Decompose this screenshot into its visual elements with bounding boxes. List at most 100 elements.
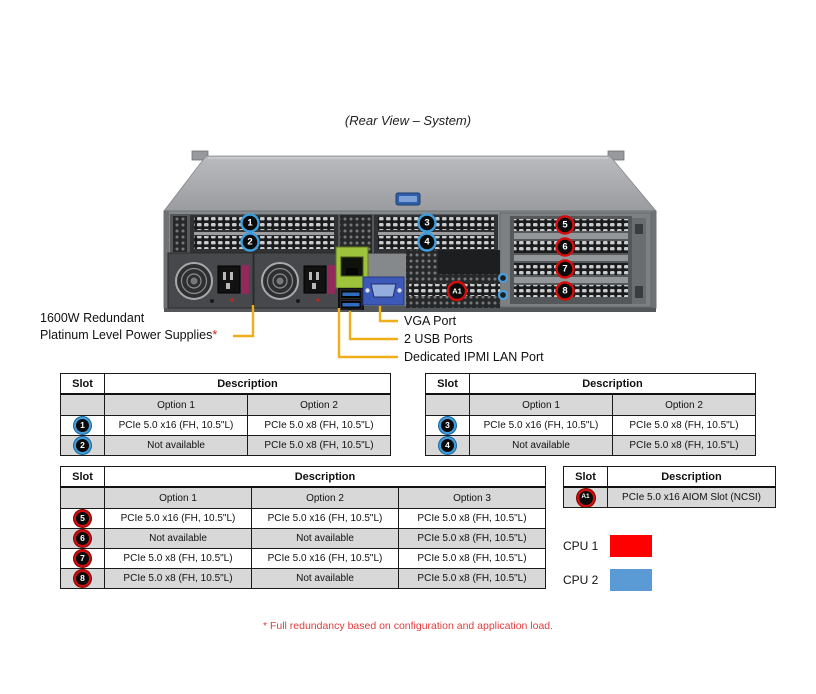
slot-table-3-4: Slot Description Option 1 Option 2 3 PCI…: [425, 373, 756, 456]
t3-sub-empty: [60, 486, 105, 509]
t3-row2-opt2: Not available: [251, 528, 399, 549]
usb-ports: [338, 288, 364, 310]
t1-row1-opt2: PCIe 5.0 x8 (FH, 10.5"L): [247, 415, 391, 436]
t2-row2-opt2: PCIe 5.0 x8 (FH, 10.5"L): [612, 435, 756, 456]
psu-footnote-asterisk: *: [212, 327, 218, 342]
t1-option1-header: Option 1: [104, 393, 248, 416]
slot-3-badge-icon: 3: [439, 417, 456, 434]
table-row: 1 PCIe 5.0 x16 (FH, 10.5"L) PCIe 5.0 x8 …: [60, 415, 391, 436]
callout-slot-4: 4: [417, 232, 437, 252]
table-row: 2 Not available PCIe 5.0 x8 (FH, 10.5"L): [60, 435, 391, 456]
t3-row3-opt1: PCIe 5.0 x8 (FH, 10.5"L): [104, 548, 252, 569]
t3-row2-slot: 6: [60, 528, 105, 549]
t2-option2-header: Option 2: [612, 393, 756, 416]
t2-option1-header: Option 1: [469, 393, 613, 416]
pcie-riser-right: [499, 212, 652, 308]
t3-row2-opt1: Not available: [104, 528, 252, 549]
t2-row2-opt1: Not available: [469, 435, 613, 456]
t3-row2-opt3: PCIe 5.0 x8 (FH, 10.5"L): [398, 528, 546, 549]
callout-slot-a1: A1: [446, 280, 468, 302]
t3-slot-header: Slot: [60, 466, 105, 488]
t3-row3-slot: 7: [60, 548, 105, 569]
slot-2-badge-icon: 2: [74, 437, 91, 454]
svg-text:8: 8: [562, 286, 567, 297]
t2-slot-header: Slot: [425, 373, 470, 395]
t3-description-header: Description: [104, 466, 546, 488]
power-supply-2: [253, 252, 340, 309]
t3-option2-header: Option 2: [251, 486, 399, 509]
server-rear-view-figure: 1 2 3 4 5 6 7 8: [163, 150, 657, 359]
t1-row1-opt1: PCIe 5.0 x16 (FH, 10.5"L): [104, 415, 248, 436]
t1-option2-header: Option 2: [247, 393, 391, 416]
svg-text:1: 1: [247, 218, 253, 229]
callout-slot-7: 7: [555, 259, 575, 279]
t3-row4-opt2: Not available: [251, 568, 399, 589]
slot-table-1-2: Slot Description Option 1 Option 2 1 PCI…: [60, 373, 391, 456]
t1-sub-empty: [60, 393, 105, 416]
t1-row2-opt2: PCIe 5.0 x8 (FH, 10.5"L): [247, 435, 391, 456]
chassis-lid: [163, 150, 657, 212]
ipmi-callout-line: [337, 308, 398, 359]
slot-7-badge-icon: 7: [74, 550, 91, 567]
pcie-riser-middle: [374, 215, 498, 253]
t3-row4-opt3: PCIe 5.0 x8 (FH, 10.5"L): [398, 568, 546, 589]
t3-row1-opt2: PCIe 5.0 x16 (FH, 10.5"L): [251, 508, 399, 529]
table-row: 6 Not available Not available PCIe 5.0 x…: [60, 528, 546, 549]
power-supply-1: [167, 252, 254, 309]
slot-8-badge-icon: 8: [74, 570, 91, 587]
psu-label-line1: 1600W Redundant: [40, 311, 145, 325]
t2-row1-opt1: PCIe 5.0 x16 (FH, 10.5"L): [469, 415, 613, 436]
svg-text:7: 7: [562, 264, 567, 275]
t3-row1-slot: 5: [60, 508, 105, 529]
slot-callouts: 1 2 3 4 5 6 7 8: [240, 213, 575, 302]
table-row: 7 PCIe 5.0 x8 (FH, 10.5"L) PCIe 5.0 x16 …: [60, 548, 546, 569]
t1-description-header: Description: [104, 373, 391, 395]
callout-slot-1: 1: [240, 213, 260, 233]
t3-row1-opt3: PCIe 5.0 x8 (FH, 10.5"L): [398, 508, 546, 529]
chassis-badge-icon: [395, 192, 421, 206]
cpu2-legend-row: CPU 2: [563, 568, 652, 591]
t4-description-header: Description: [607, 466, 776, 488]
table-row: 4 Not available PCIe 5.0 x8 (FH, 10.5"L): [425, 435, 756, 456]
usb-callout-line: [348, 311, 398, 341]
slot-5-badge-icon: 5: [74, 510, 91, 527]
psu-label-line2: Platinum Level Power Supplies*: [40, 327, 218, 342]
psu-callout-line: [233, 305, 255, 338]
t1-row2-slot: 2: [60, 435, 105, 456]
svg-text:4: 4: [424, 237, 430, 248]
svg-text:2: 2: [247, 237, 252, 248]
svg-text:3: 3: [424, 218, 429, 229]
cpu2-color-swatch: [610, 568, 652, 591]
t1-slot-header: Slot: [60, 373, 105, 395]
blue-marker-icon-top: [497, 272, 509, 284]
vga-port: [362, 276, 405, 306]
t2-row1-slot: 3: [425, 415, 470, 436]
callout-slot-3: 3: [417, 213, 437, 233]
cpu2-label: CPU 2: [563, 572, 599, 587]
table-row: 5 PCIe 5.0 x16 (FH, 10.5"L) PCIe 5.0 x16…: [60, 508, 546, 529]
svg-text:6: 6: [562, 242, 567, 253]
svg-text:5: 5: [562, 220, 568, 231]
callout-slot-8: 8: [555, 281, 575, 301]
callout-slot-6: 6: [555, 237, 575, 257]
table-row: 3 PCIe 5.0 x16 (FH, 10.5"L) PCIe 5.0 x8 …: [425, 415, 756, 436]
t3-row3-opt3: PCIe 5.0 x8 (FH, 10.5"L): [398, 548, 546, 569]
slot-table-5-8: Slot Description Option 1 Option 2 Optio…: [60, 466, 546, 589]
t3-row3-opt2: PCIe 5.0 x16 (FH, 10.5"L): [251, 548, 399, 569]
t1-row2-opt1: Not available: [104, 435, 248, 456]
blue-marker-icon-bottom: [497, 289, 509, 301]
slot-6-badge-icon: 6: [74, 530, 91, 547]
vga-callout-line: [378, 306, 398, 323]
t4-slot-header: Slot: [563, 466, 608, 488]
t3-row4-opt1: PCIe 5.0 x8 (FH, 10.5"L): [104, 568, 252, 589]
t3-option3-header: Option 3: [398, 486, 546, 509]
table-row: 8 PCIe 5.0 x8 (FH, 10.5"L) Not available…: [60, 568, 546, 589]
t4-row1-desc: PCIe 5.0 x16 AIOM Slot (NCSI): [607, 486, 776, 508]
cpu-legend: CPU 1 CPU 2: [563, 534, 652, 602]
cpu1-color-swatch: [610, 534, 652, 557]
usb-label: 2 USB Ports: [404, 332, 473, 346]
footnote: * Full redundancy based on configuration…: [262, 620, 554, 632]
t3-row4-slot: 8: [60, 568, 105, 589]
svg-text:A1: A1: [452, 287, 462, 296]
